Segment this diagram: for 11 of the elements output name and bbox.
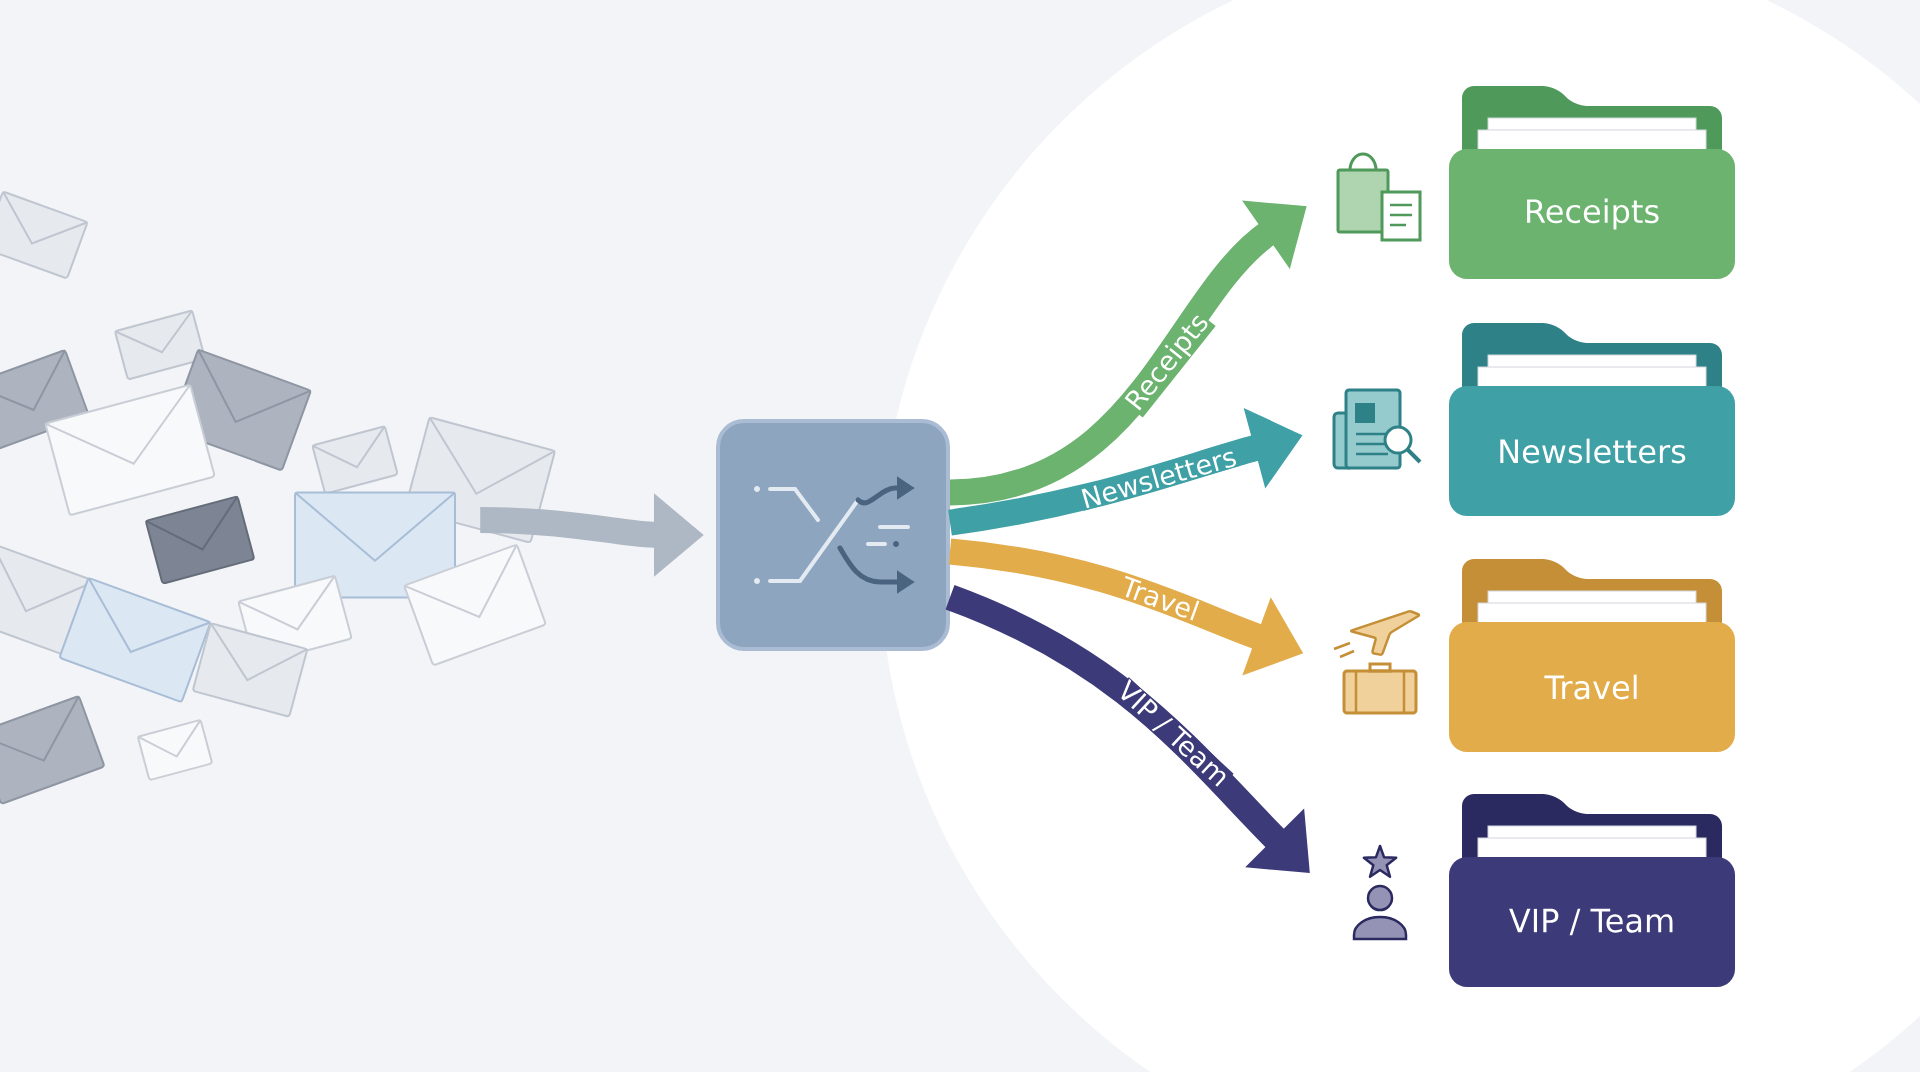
router-box: [716, 419, 950, 651]
folder: Travel: [1449, 559, 1735, 752]
shopping-bag-icon: [1336, 152, 1422, 242]
folder: VIP / Team: [1449, 794, 1735, 987]
edge-label: Travel: [1117, 573, 1203, 624]
person-star-icon: [1352, 844, 1408, 941]
folder: Newsletters: [1449, 323, 1735, 516]
plane-suitcase-icon: [1332, 610, 1421, 715]
newspaper-icon: [1332, 388, 1422, 470]
envelope-pile-drawing: [0, 190, 557, 805]
folder: Receipts: [1449, 86, 1735, 279]
